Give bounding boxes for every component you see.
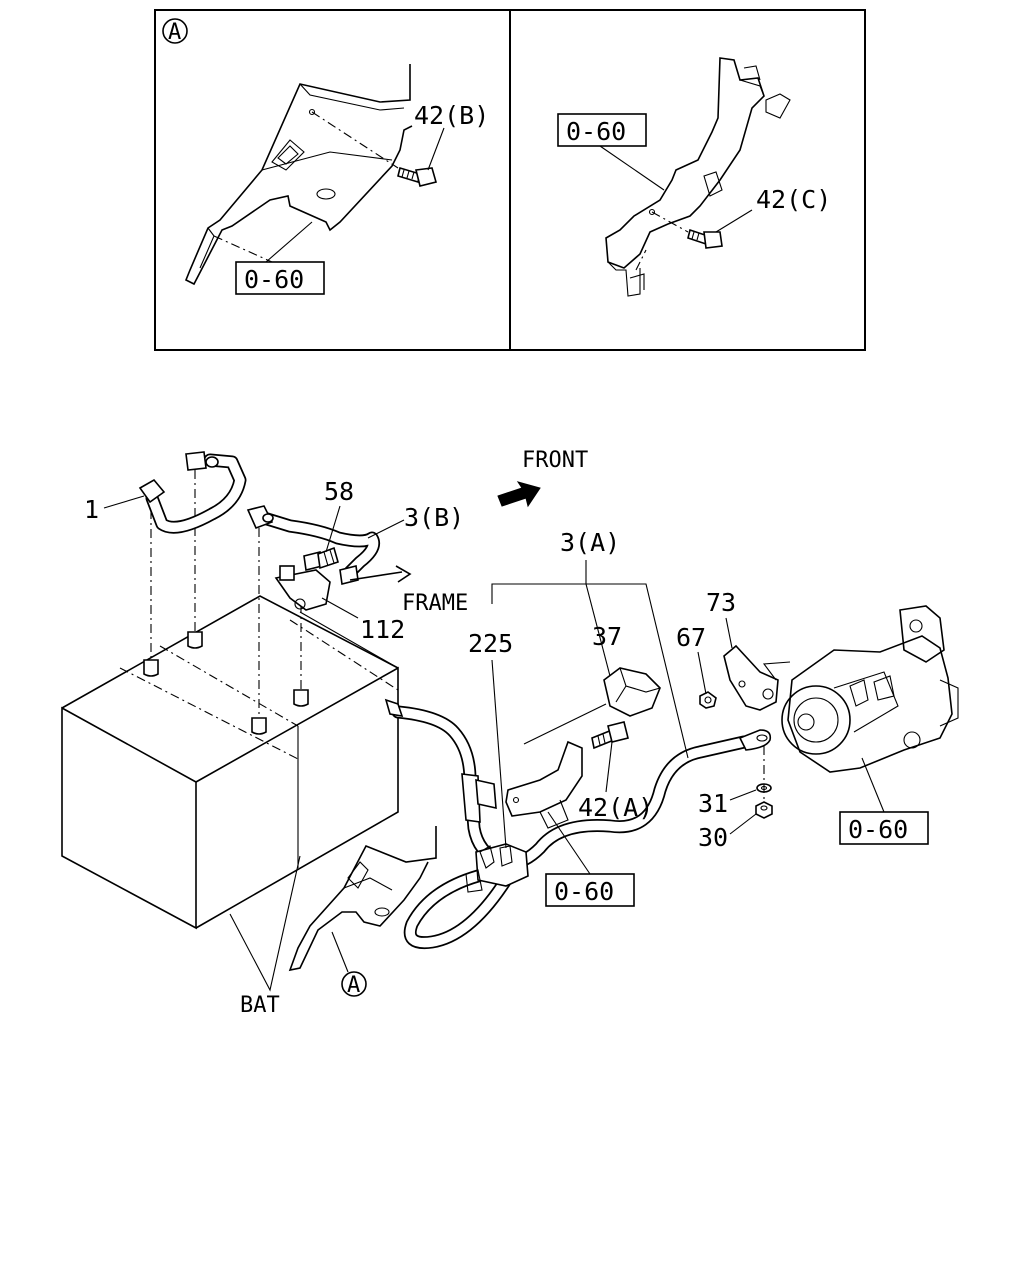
detail-a-label: A [168, 20, 181, 45]
bolt-58-icon [303, 546, 339, 571]
bolt-42c-icon [687, 228, 723, 249]
bracket-42a-icon [505, 740, 583, 829]
part-225-label: 225 [468, 629, 513, 658]
nut-30-icon [755, 801, 773, 819]
part-30-label: 30 [698, 823, 728, 852]
bolt-42b-icon [397, 166, 437, 187]
mounting-bracket-c [605, 57, 791, 297]
battery-label: BAT [240, 993, 280, 1018]
ref-0-60-starter: 0-60 [839, 811, 929, 845]
part-31-label: 31 [698, 789, 728, 818]
part-58-label: 58 [324, 477, 354, 506]
cable-holder-225-icon [465, 843, 529, 893]
terminal-center-lines [150, 470, 302, 718]
svg-text:0-60: 0-60 [554, 877, 614, 906]
part-37-label: 37 [592, 622, 622, 651]
svg-text:0-60: 0-60 [848, 815, 908, 844]
svg-text:0-60: 0-60 [244, 265, 304, 294]
front-direction-arrow-icon [497, 481, 541, 508]
front-direction-label: FRONT [522, 448, 588, 473]
battery-cable-3b [246, 505, 412, 585]
part-3a-label: 3(A) [560, 528, 620, 557]
ref-0-60-right: 0-60 [557, 113, 647, 147]
inset-right-panel: 42(C) 0-60 [557, 57, 831, 297]
bracket-73-icon [723, 644, 791, 711]
mounting-bracket-a-main [288, 826, 437, 972]
bolt-42a-icon [591, 721, 629, 750]
battery-cable-1 [138, 451, 247, 534]
battery-terminals [143, 631, 309, 735]
starter-motor-icon [781, 605, 959, 773]
detail-a-circle [162, 18, 188, 44]
ref-0-60-left: 0-60 [235, 261, 325, 295]
part-67-label: 67 [676, 623, 706, 652]
svg-text:0-60: 0-60 [566, 117, 626, 146]
part-112-label: 112 [360, 615, 405, 644]
frame-direction-label: FRAME [402, 591, 468, 616]
part-42c-label: 42(C) [756, 185, 831, 214]
detail-a-callout-circle [341, 971, 367, 997]
part-73-label: 73 [706, 588, 736, 617]
clip-37-icon [523, 667, 661, 745]
terminal-clamp-112-icon [274, 565, 331, 611]
part-1-label: 1 [84, 495, 99, 524]
part-3b-label: 3(B) [404, 503, 464, 532]
nut-67-icon [699, 691, 717, 709]
part-42b-label: 42(B) [414, 101, 489, 130]
inset-detail-frame [154, 9, 866, 351]
mounting-bracket-a [184, 64, 413, 286]
detail-a-callout-label: A [347, 973, 360, 998]
part-42a-label: 42(A) [578, 793, 653, 822]
inset-left-panel: A 42(B) 0-60 [162, 18, 489, 295]
ref-0-60-center: 0-60 [545, 873, 635, 907]
